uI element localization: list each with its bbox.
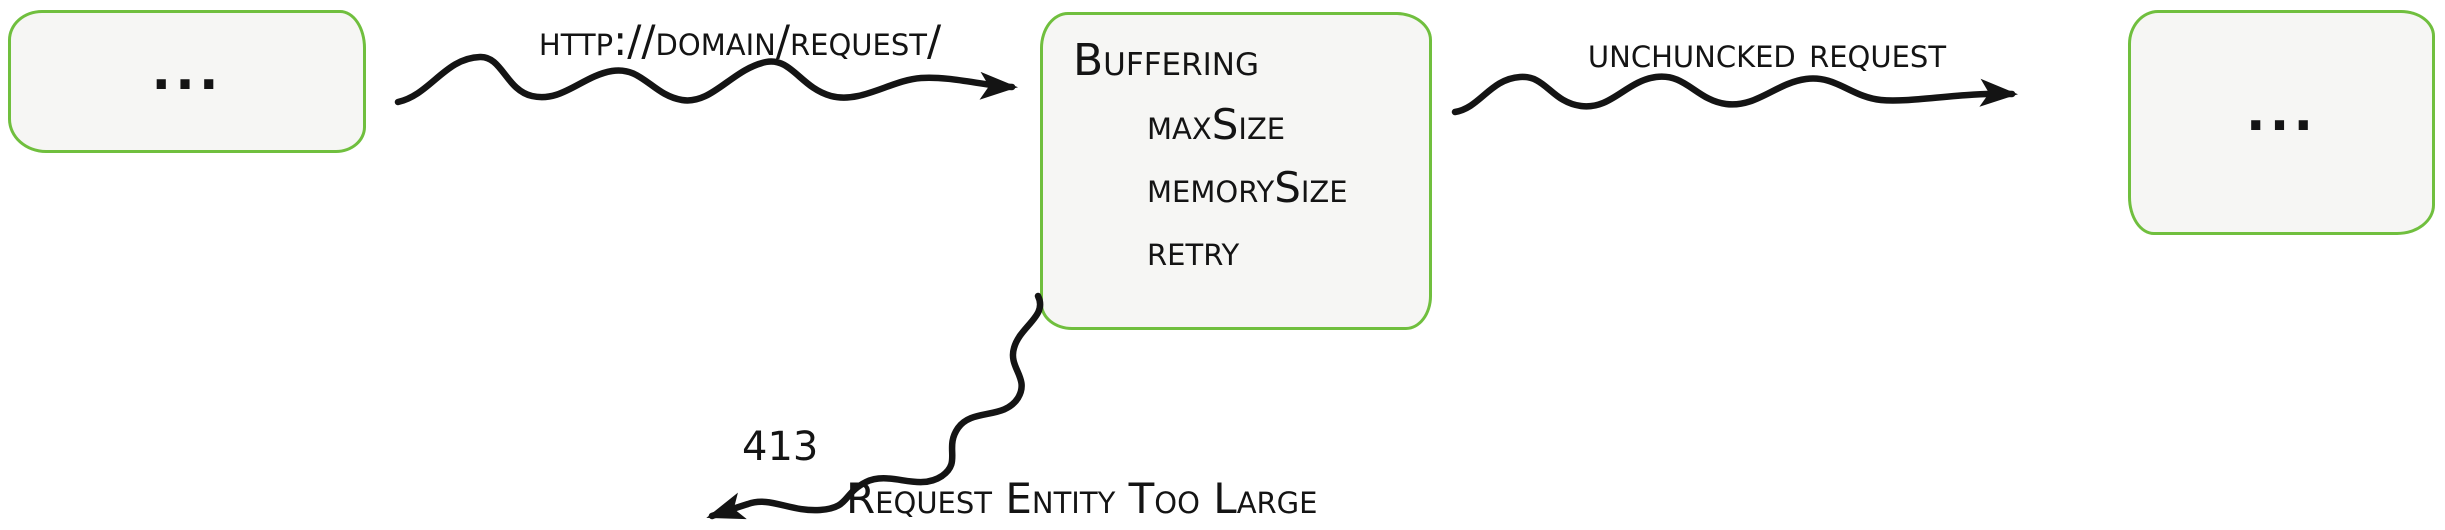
request-url-label: http://domain/request/ (538, 16, 942, 65)
error-text-label: Request Entity Too Large (846, 474, 1318, 523)
buffering-node-title: Buffering (1073, 35, 1260, 86)
buffering-item-retry: retry (1147, 226, 1240, 275)
right-node: ... (2128, 10, 2435, 235)
unchunked-arrow (1451, 73, 2018, 116)
unchunked-request-label: unchuncked request (1587, 28, 1947, 77)
error-code-label: 413 (742, 424, 819, 470)
buffering-item-maxsize: maxSize (1147, 100, 1286, 149)
right-node-label: ... (2245, 82, 2318, 143)
buffering-item-memorysize: memorySize (1147, 163, 1348, 212)
left-node-label: ... (151, 41, 223, 102)
buffering-node: Buffering maxSize memorySize retry (1040, 12, 1432, 330)
left-node: ... (8, 10, 366, 153)
